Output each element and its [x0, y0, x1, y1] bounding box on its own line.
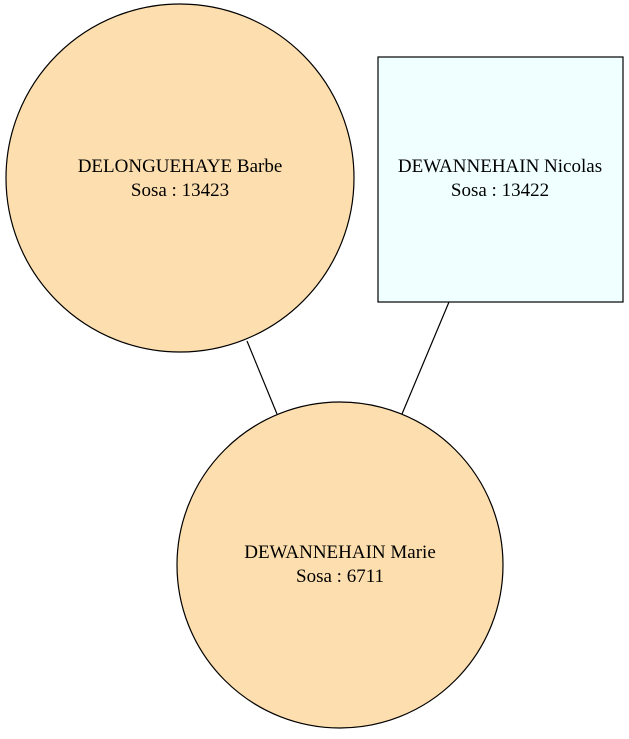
node-child[interactable]: DEWANNEHAIN Marie Sosa : 6711	[176, 401, 504, 729]
child-name-label: DEWANNEHAIN Marie	[244, 542, 436, 563]
father-node-shape	[377, 56, 624, 303]
mother-sosa-label: Sosa : 13423	[131, 180, 229, 201]
edge-mother-to-child	[246, 340, 278, 415]
father-sosa-label: Sosa : 13422	[451, 180, 549, 201]
edge-father-to-child	[401, 301, 450, 415]
node-mother[interactable]: DELONGUEHAYE Barbe Sosa : 13423	[5, 3, 355, 353]
child-node-shape	[176, 401, 504, 729]
mother-node-shape	[5, 3, 355, 353]
node-father[interactable]: DEWANNEHAIN Nicolas Sosa : 13422	[377, 56, 624, 303]
child-sosa-label: Sosa : 6711	[296, 566, 384, 587]
father-name-label: DEWANNEHAIN Nicolas	[398, 156, 602, 177]
mother-name-label: DELONGUEHAYE Barbe	[78, 156, 283, 177]
